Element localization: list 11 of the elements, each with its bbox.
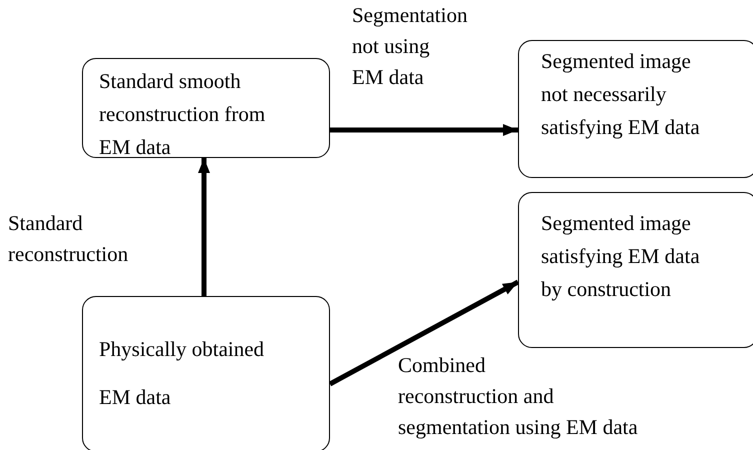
box-text: Segmented image not necessarily satisfying EM data <box>541 48 700 141</box>
box-text: Segmented image satisfying EM data by construction <box>541 210 700 303</box>
arrow <box>330 124 518 136</box>
box-text: Standard smooth reconstruction from EM data <box>99 68 266 161</box>
rounded-box <box>518 40 753 178</box>
rounded-box <box>82 58 330 158</box>
arrow <box>328 280 520 386</box>
box-text: Physically obtained EM data <box>99 336 264 411</box>
arrow <box>198 158 210 296</box>
rounded-box <box>518 192 753 348</box>
rounded-box <box>82 296 330 450</box>
